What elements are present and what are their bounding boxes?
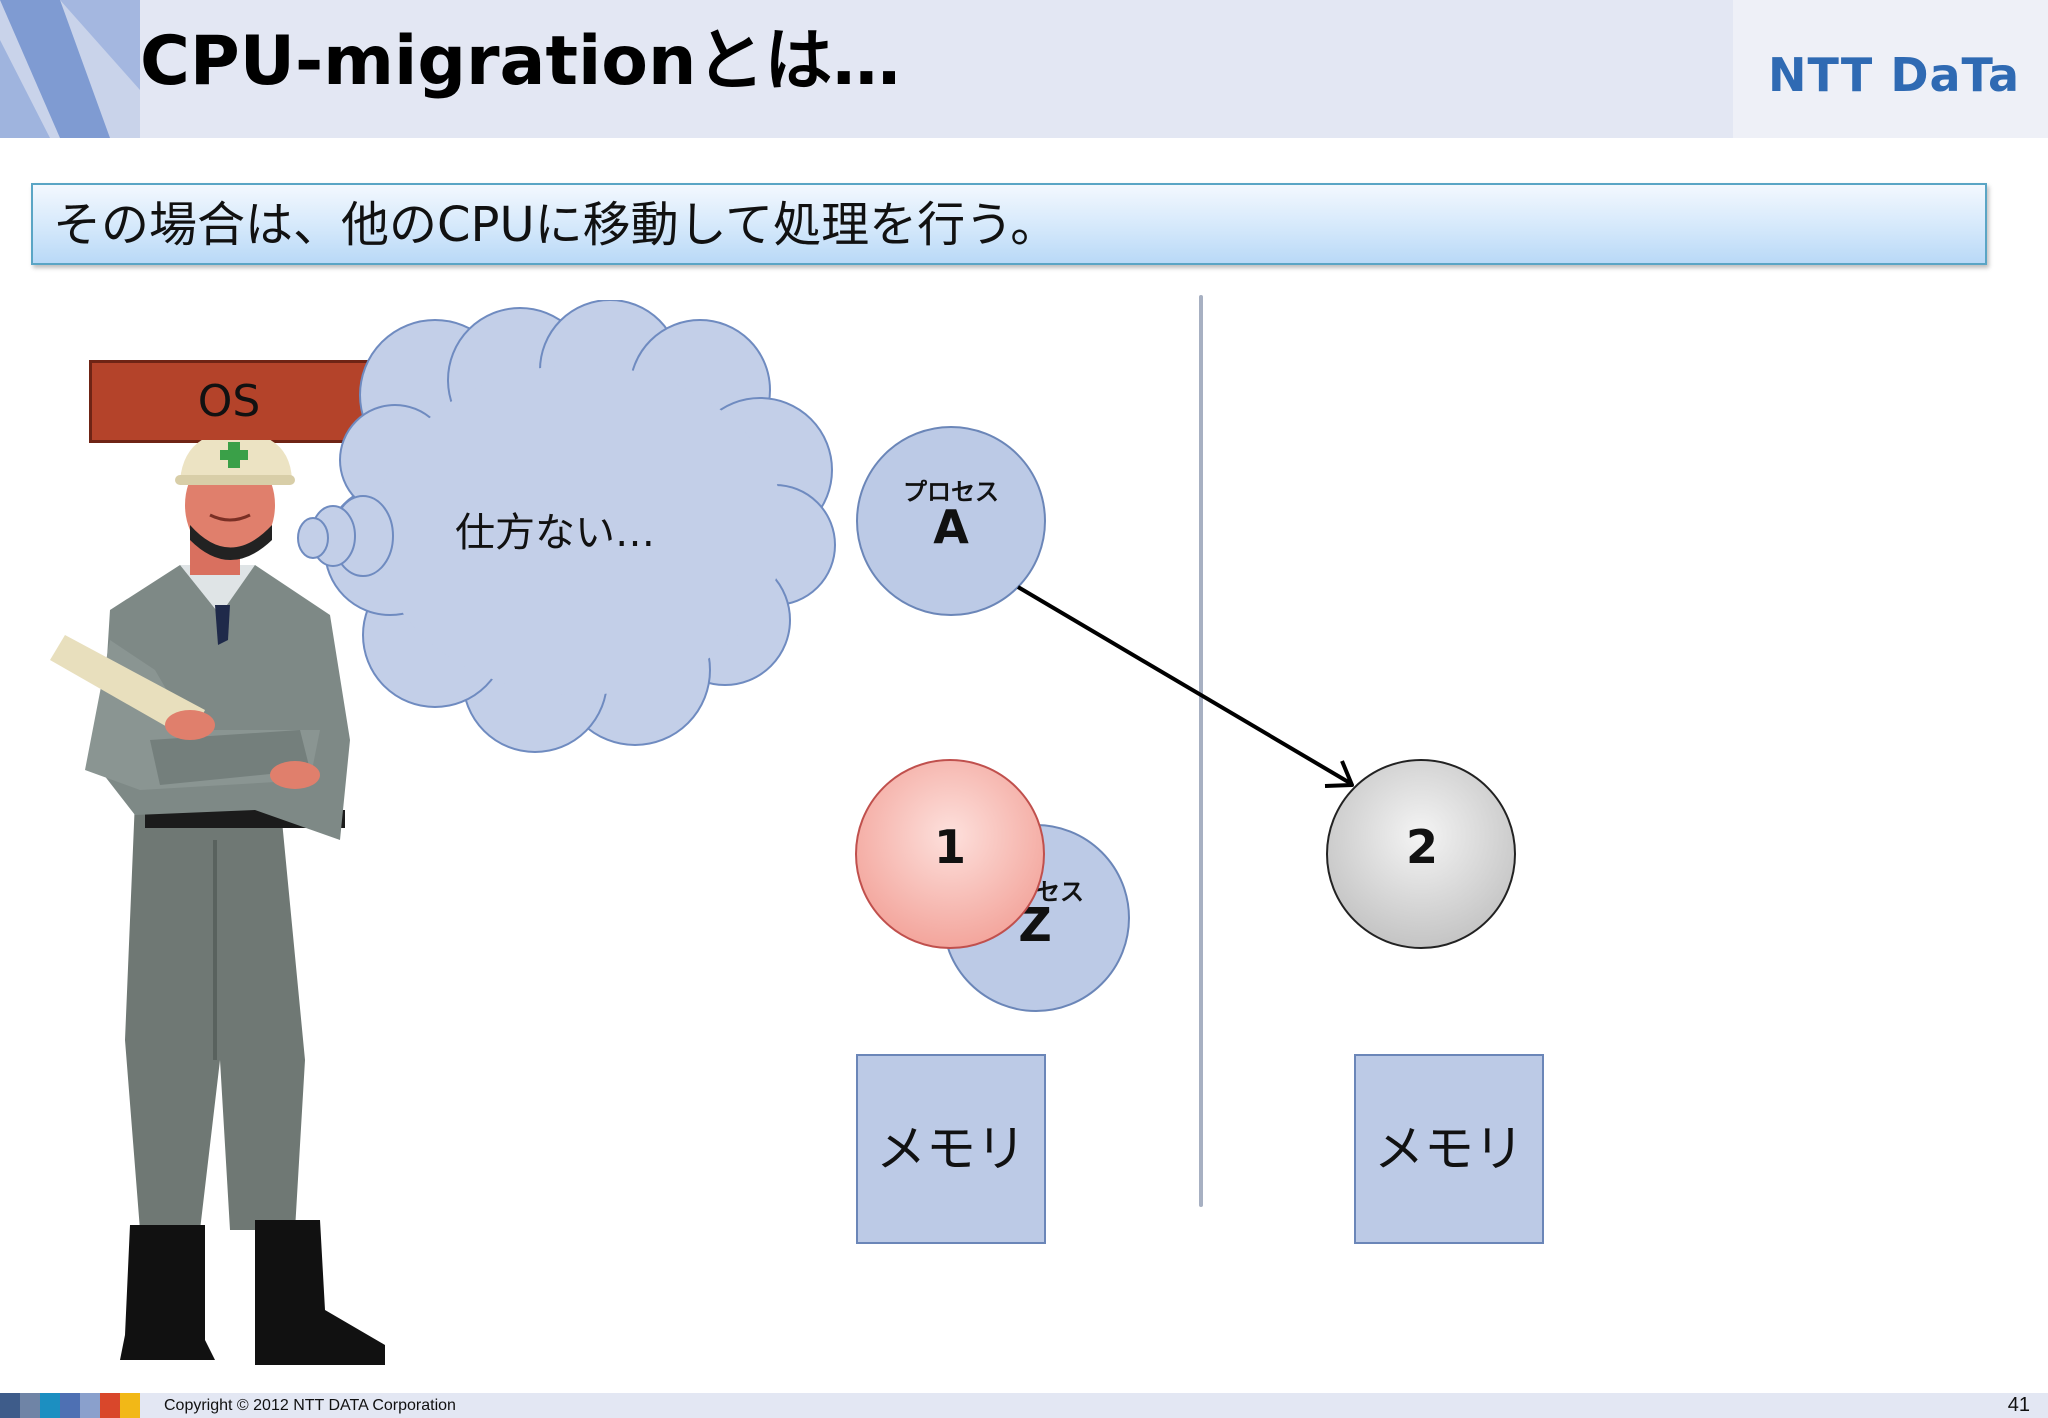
process-a-caption: プロセス <box>903 478 999 506</box>
footer-color-strip <box>60 1393 80 1418</box>
process-a-letter: A <box>933 500 969 554</box>
cpu-2-circle <box>1326 759 1516 949</box>
thought-cloud <box>297 300 836 753</box>
footer-color-strip <box>20 1393 40 1418</box>
memory-right-box: メモリ <box>1354 1054 1544 1244</box>
footer-color-strip <box>80 1393 100 1418</box>
page-number: 41 <box>2007 1394 2030 1416</box>
footer-color-strip <box>0 1393 20 1418</box>
footer-color-strip <box>120 1393 140 1418</box>
footer-color-strip <box>40 1393 60 1418</box>
cpu-1-label: 1 <box>933 820 966 874</box>
header-band <box>0 0 2048 138</box>
footer-band <box>0 1393 2048 1418</box>
slide-title: CPU-migrationとは… <box>140 22 901 101</box>
subtitle-banner: その場合は、他のCPUに移動して処理を行う。 <box>31 183 1987 265</box>
worker-illustration <box>50 440 385 1365</box>
cpu-2-label: 2 <box>1405 820 1438 874</box>
header-corner-graphic <box>0 0 140 138</box>
logo-band <box>1733 0 2048 138</box>
subtitle-text: その場合は、他のCPUに移動して処理を行う。 <box>53 197 1059 253</box>
process-z-caption: セス <box>1036 878 1084 906</box>
memory-left-box: メモリ <box>856 1054 1046 1244</box>
cpu-1-circle <box>855 759 1045 949</box>
copyright-text: Copyright © 2012 NTT DATA Corporation <box>164 1397 456 1414</box>
brand-logo: NTT DaTa <box>1768 48 2021 102</box>
process-a-circle <box>856 426 1046 616</box>
thought-text: 仕方ない… <box>455 510 655 556</box>
footer-color-strip <box>100 1393 120 1418</box>
cpu-divider <box>1199 295 1203 1207</box>
